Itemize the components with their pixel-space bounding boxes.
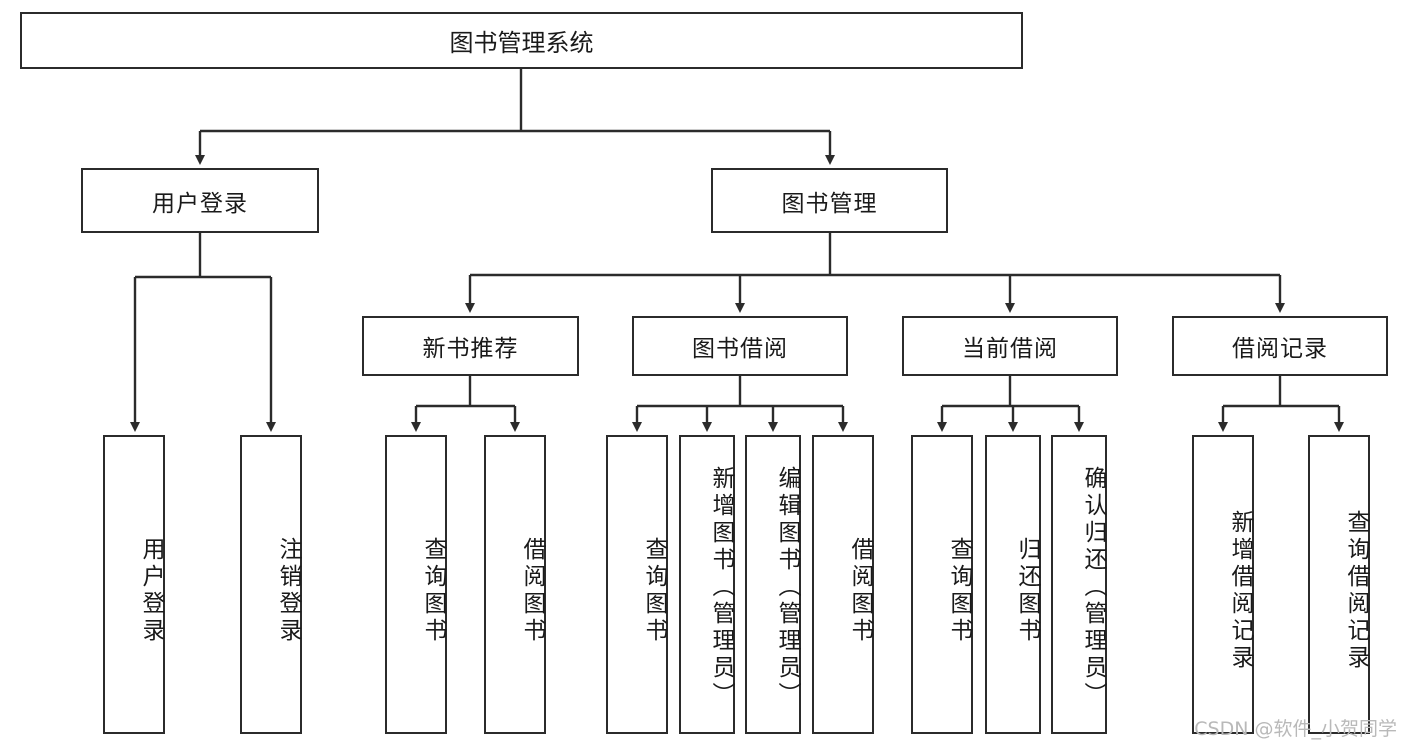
node-book-borrow-label: 图书借阅 — [692, 336, 788, 362]
node-leaf-query-book-2-label: 查询图书 — [641, 536, 667, 645]
node-leaf-borrow-book-2-label: 借阅图书 — [847, 536, 873, 645]
node-book-borrow[interactable]: 图书借阅 — [632, 316, 848, 376]
node-book-manage-label: 图书管理 — [781, 190, 878, 217]
node-leaf-logout-label: 注销登录 — [275, 536, 301, 645]
node-leaf-query-book-3-label: 查询图书 — [946, 536, 972, 645]
node-leaf-add-book[interactable]: 新增图书（管理员） — [679, 435, 735, 734]
node-leaf-edit-book-label: 编辑图书（管理员） — [774, 466, 800, 709]
node-leaf-borrow-book-2[interactable]: 借阅图书 — [812, 435, 874, 734]
node-leaf-edit-book[interactable]: 编辑图书（管理员） — [745, 435, 801, 734]
node-leaf-query-book-1-label: 查询图书 — [420, 536, 446, 645]
node-leaf-borrow-book-1[interactable]: 借阅图书 — [484, 435, 546, 734]
node-leaf-logout[interactable]: 注销登录 — [240, 435, 302, 734]
node-root[interactable]: 图书管理系统 — [20, 12, 1023, 69]
node-leaf-borrow-book-1-label: 借阅图书 — [519, 536, 545, 645]
node-borrow-record[interactable]: 借阅记录 — [1172, 316, 1388, 376]
node-leaf-user-login-label: 用户登录 — [138, 536, 164, 645]
node-leaf-return-book-label: 归还图书 — [1014, 536, 1040, 645]
node-new-book-rec[interactable]: 新书推荐 — [362, 316, 579, 376]
node-root-label: 图书管理系统 — [449, 29, 594, 57]
node-new-book-rec-label: 新书推荐 — [422, 336, 519, 362]
node-leaf-query-record-label: 查询借阅记录 — [1343, 509, 1369, 672]
node-leaf-query-book-1[interactable]: 查询图书 — [385, 435, 447, 734]
node-leaf-add-book-label: 新增图书（管理员） — [708, 466, 734, 709]
node-leaf-user-login[interactable]: 用户登录 — [103, 435, 165, 734]
node-leaf-confirm-return-label: 确认归还（管理员） — [1080, 466, 1106, 709]
node-leaf-confirm-return[interactable]: 确认归还（管理员） — [1051, 435, 1107, 734]
node-leaf-add-record[interactable]: 新增借阅记录 — [1192, 435, 1254, 734]
node-leaf-return-book[interactable]: 归还图书 — [985, 435, 1041, 734]
node-leaf-query-record[interactable]: 查询借阅记录 — [1308, 435, 1370, 734]
node-current-borrow-label: 当前借阅 — [962, 336, 1058, 362]
node-leaf-query-book-2[interactable]: 查询图书 — [606, 435, 668, 734]
node-leaf-add-record-label: 新增借阅记录 — [1227, 509, 1253, 672]
watermark-text: CSDN @软件_小贺同学 — [1194, 718, 1397, 740]
node-book-manage[interactable]: 图书管理 — [711, 168, 948, 233]
node-leaf-query-book-3[interactable]: 查询图书 — [911, 435, 973, 734]
node-current-borrow[interactable]: 当前借阅 — [902, 316, 1118, 376]
node-borrow-record-label: 借阅记录 — [1232, 336, 1328, 362]
node-user-login[interactable]: 用户登录 — [81, 168, 319, 233]
node-user-login-label: 用户登录 — [152, 190, 248, 217]
